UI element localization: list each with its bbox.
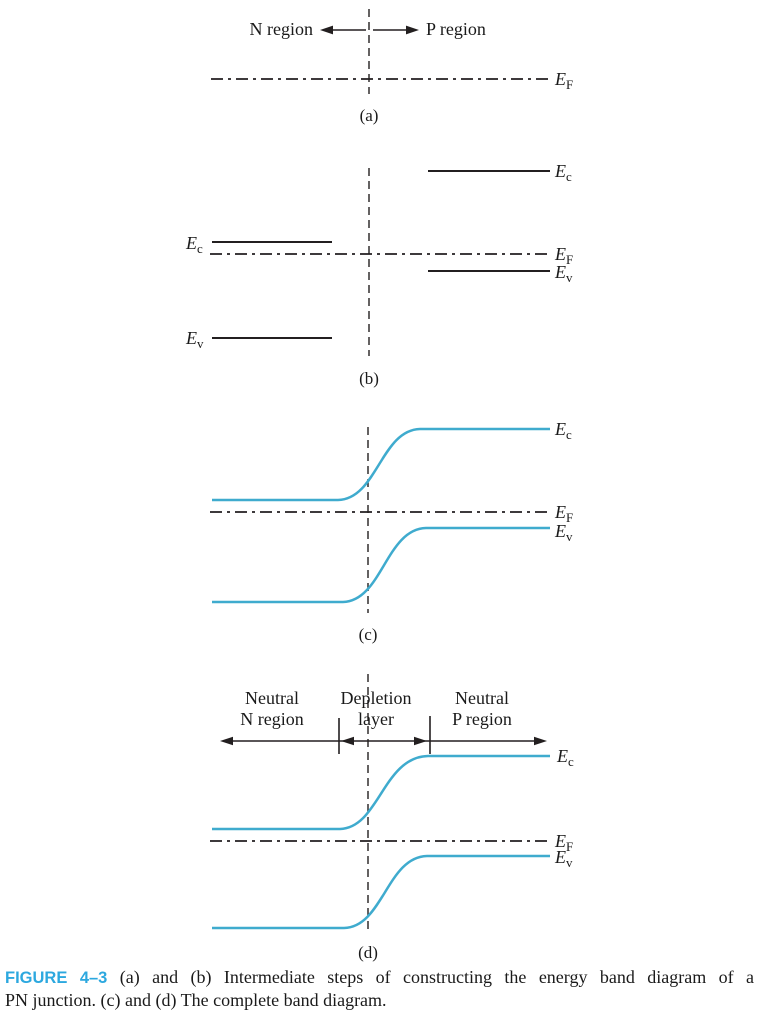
figure-caption-text1: (a) and (b) Intermediate steps of constr… [119, 967, 755, 987]
ec-label-d: Ec [556, 746, 574, 769]
panel-tag-c: (c) [359, 625, 378, 644]
ev-base: E [554, 847, 566, 867]
ev-label-d: Ev [554, 847, 573, 870]
ev-sub: v [197, 336, 204, 351]
ev-base: E [554, 262, 566, 282]
depletion-right-arrowhead-icon [414, 736, 427, 746]
left-arrowhead-icon [220, 736, 233, 746]
panel-d: Neutral N region Depletion layer Neutral… [210, 674, 574, 962]
ec-base: E [554, 419, 566, 439]
neutral-n-region-label-line1: Neutral [245, 688, 299, 708]
ec-base: E [556, 746, 568, 766]
depletion-layer-label-line2: layer [358, 709, 394, 729]
figure-caption: FIGURE 4–3 (a) and (b) Intermediate step… [0, 962, 760, 1011]
ef-sub: F [566, 839, 573, 854]
ev-sub: v [566, 270, 573, 285]
panel-a: N region P region EF (a) [211, 9, 573, 125]
ec-sub: c [568, 754, 574, 769]
ec-label-c: Ec [554, 419, 572, 442]
panel-tag-d: (d) [358, 943, 378, 962]
ef-sub: F [566, 77, 573, 92]
left-arrowhead-icon [320, 25, 333, 35]
neutral-p-region-label-line2: P region [452, 709, 512, 729]
ef-label-c: EF [554, 502, 573, 525]
ev-label-right-b: Ev [554, 262, 573, 285]
ef-label-a: EF [554, 69, 573, 92]
ev-base: E [185, 328, 197, 348]
ef-base: E [554, 244, 566, 264]
n-region-label: N region [250, 19, 313, 39]
depletion-left-arrowhead-icon [341, 736, 354, 746]
ef-base: E [554, 502, 566, 522]
ev-label-c: Ev [554, 521, 573, 544]
right-arrowhead-icon [534, 736, 547, 746]
ec-label-left-b: Ec [185, 233, 203, 256]
ec-base: E [185, 233, 197, 253]
ev-sub: v [566, 855, 573, 870]
ev-band-curve-d [212, 854, 550, 930]
panel-c: Ec EF Ev (c) [210, 419, 573, 644]
ec-base: E [554, 161, 566, 181]
ef-base: E [554, 831, 566, 851]
band-diagram-canvas: N region P region EF (a) Ec Ec EF Ev Ev … [185, 9, 574, 962]
ec-band-curve-d [212, 754, 550, 831]
ev-label-left-b: Ev [185, 328, 204, 351]
ef-sub: F [566, 252, 573, 267]
figure-caption-label: FIGURE 4–3 [5, 969, 108, 987]
ev-base: E [554, 521, 566, 541]
ef-label-d: EF [554, 831, 573, 854]
ec-sub: c [566, 169, 572, 184]
panel-b: Ec Ec EF Ev Ev (b) [185, 161, 573, 388]
neutral-p-region-label-line1: Neutral [455, 688, 509, 708]
ec-sub: c [566, 427, 572, 442]
neutral-n-region-label-line2: N region [240, 709, 303, 729]
panel-tag-a: (a) [360, 106, 379, 125]
ec-sub: c [197, 241, 203, 256]
ev-sub: v [566, 529, 573, 544]
panel-tag-b: (b) [359, 369, 379, 388]
figure-caption-line1: FIGURE 4–3 (a) and (b) Intermediate step… [5, 966, 754, 989]
ev-band-curve-c [212, 526, 550, 604]
p-region-label: P region [426, 19, 486, 39]
ef-sub: F [566, 510, 573, 525]
ec-label-right-b: Ec [554, 161, 572, 184]
ef-label-b: EF [554, 244, 573, 267]
figure-caption-line2: PN junction. (c) and (d) The complete ba… [5, 990, 387, 1010]
right-arrowhead-icon [406, 25, 419, 35]
ec-band-curve-c [212, 427, 550, 502]
ef-base: E [554, 69, 566, 89]
depletion-layer-label-line1: Depletion [341, 688, 412, 708]
